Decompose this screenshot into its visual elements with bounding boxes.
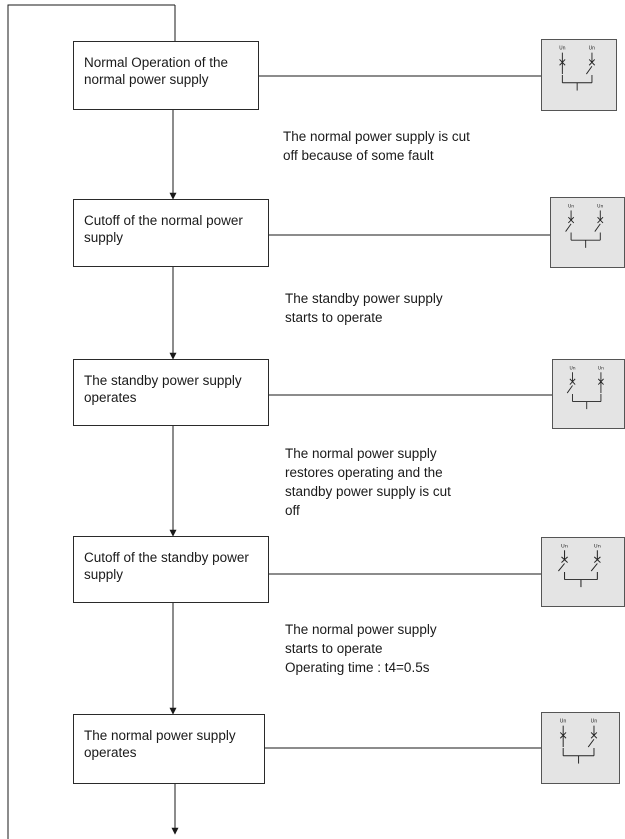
stage-box-4: Cutoff of the standby power supply [73,536,269,603]
stage-label: The standby power supply operates [84,373,242,405]
output-bus [563,755,594,764]
stage-box-3: The standby power supply operates [73,359,269,426]
switch-state-icon-1: Un Un [541,39,617,111]
transition-text-1: The normal power supply is cut off becau… [283,129,470,163]
transfer-switch-schematic: Un Un [559,719,598,764]
stage-label: Normal Operation of the normal power sup… [84,55,229,87]
output-bus [571,239,601,248]
source-label: Un [594,544,601,550]
source-label: Un [569,365,575,371]
transfer-switch-schematic: Un Un [557,544,601,588]
switch-state-icon-4: Un Un [541,537,625,607]
switch-2-open [586,52,596,83]
output-bus [564,579,598,588]
transfer-switch-schematic: Un Un [559,46,596,91]
switch-2-open [594,210,604,241]
source-label: Un [568,203,574,209]
switch-state-icon-3: Un Un [552,359,625,429]
switch-1-open [566,372,576,402]
source-label: Un [589,46,595,52]
source-label: Un [561,544,568,550]
output-bus [572,401,601,410]
transition-text-4: The normal power supply starts to operat… [285,622,437,675]
switch-1-closed [559,725,567,756]
transition-text-3: The normal power supply restores operati… [285,446,451,518]
stage-label: Cutoff of the normal power supply [84,213,243,245]
stage-box-5: The normal power supply operates [73,714,265,784]
switch-2-open [587,725,598,756]
transition-text-2: The standby power supply starts to opera… [285,291,443,325]
switch-2-closed [597,372,604,402]
source-label: Un [591,719,598,725]
transfer-switch-schematic: Un Un [565,203,604,248]
switch-1-open [565,210,575,241]
stage-box-2: Cutoff of the normal power supply [73,199,269,267]
switch-state-icon-2: Un Un [550,197,625,268]
transfer-switch-schematic: Un Un [566,365,604,410]
output-bus [562,82,592,91]
switch-1-open [557,550,568,580]
stage-label: Cutoff of the standby power supply [84,550,249,582]
return-loop-line [7,4,175,839]
switch-2-open [590,550,601,580]
switch-1-closed [559,52,566,83]
switch-state-icon-5: Un Un [541,712,620,784]
source-label: Un [597,203,603,209]
source-label: Un [598,365,604,371]
stage-box-1: Normal Operation of the normal power sup… [73,41,259,110]
stage-label: The normal power supply operates [84,728,236,760]
source-label: Un [559,46,565,52]
source-label: Un [560,719,567,725]
